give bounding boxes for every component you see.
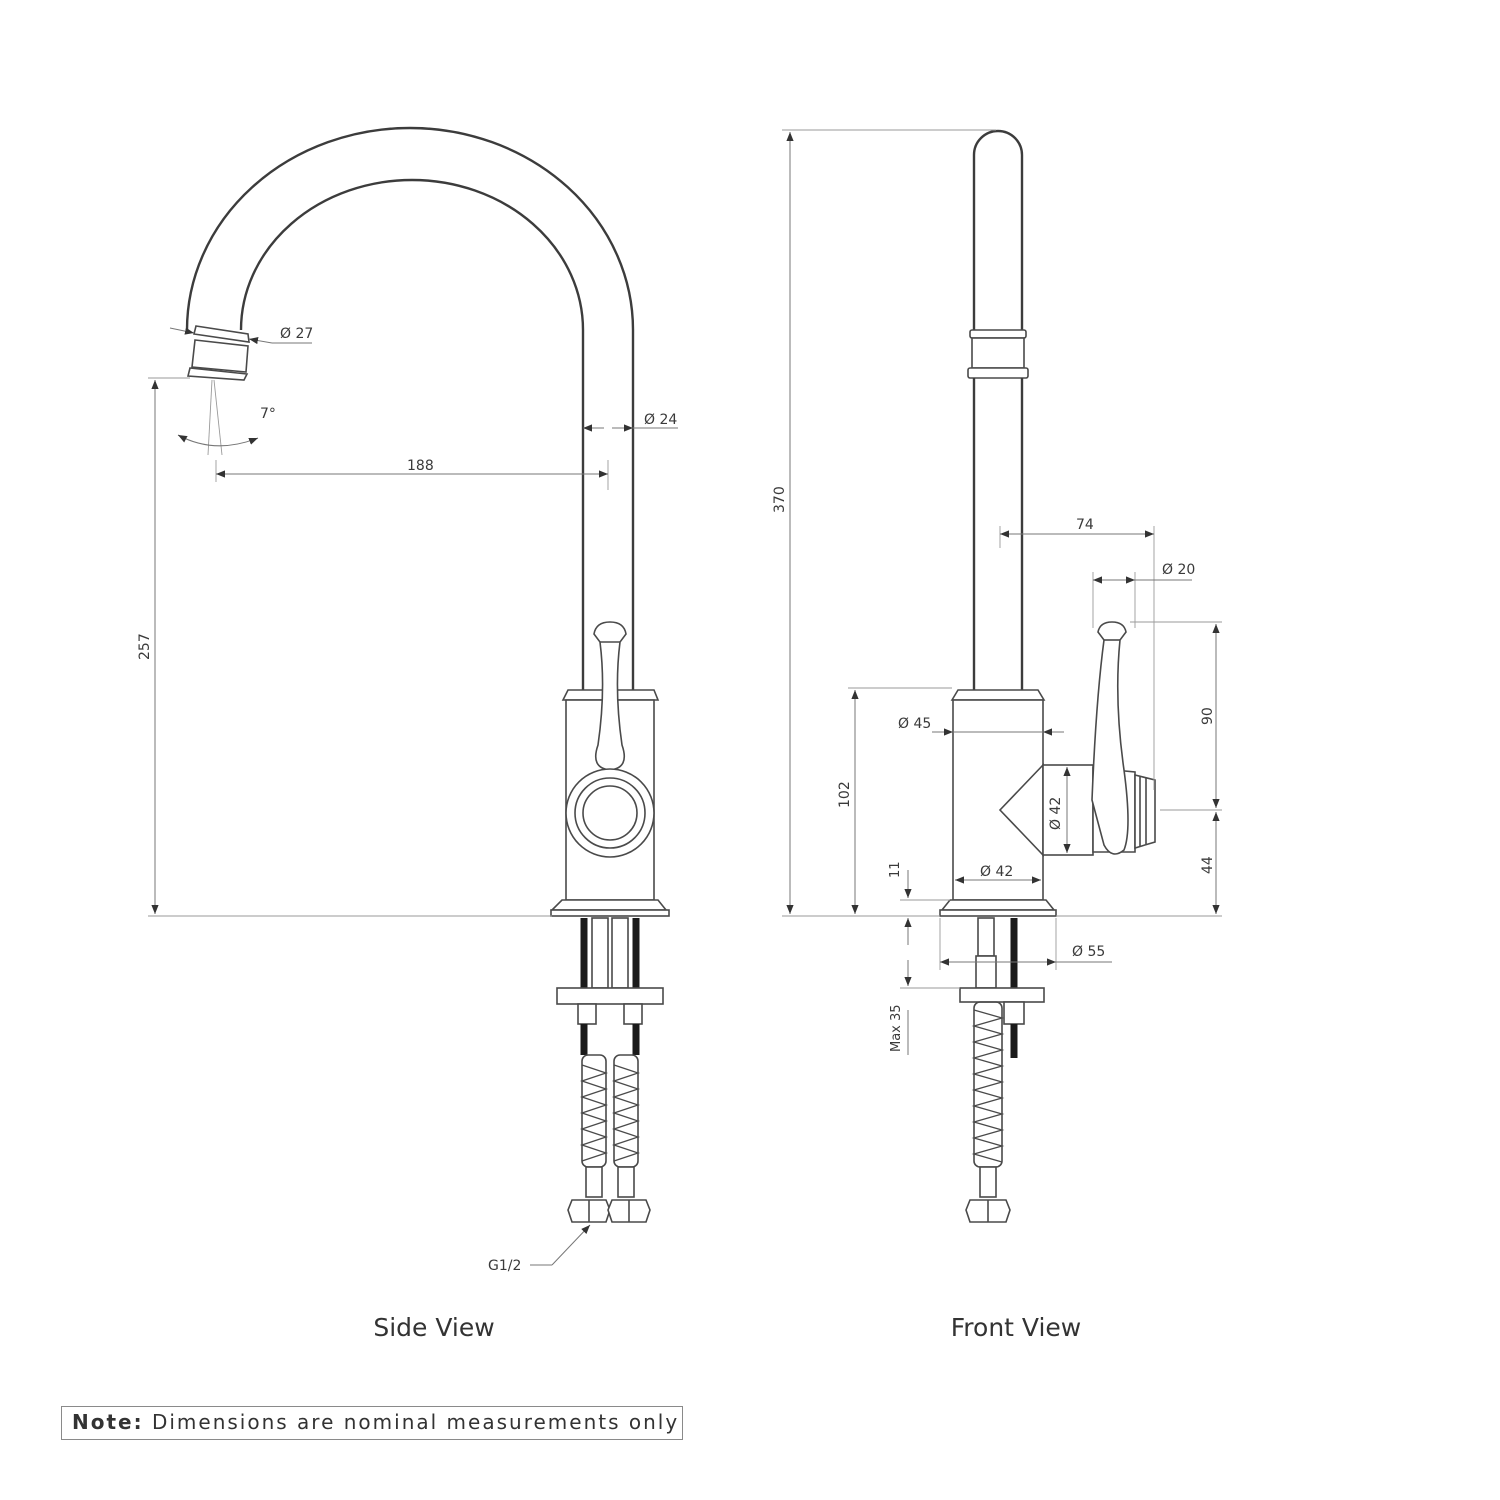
spout-outer (185, 126, 635, 690)
side-hub (565, 768, 655, 858)
front-base-diameter-label: Ø 55 (1072, 944, 1105, 960)
side-hoses (556, 917, 664, 1223)
side-connection-label: G1/2 (488, 1258, 521, 1274)
front-base-height-label: 11 (888, 861, 903, 878)
side-spout-diameter-label: Ø 24 (644, 412, 677, 428)
front-dimension-lines (782, 129, 1222, 1055)
side-view-title: Side View (373, 1313, 494, 1342)
note-text: Dimensions are nominal measurements only (151, 1410, 680, 1434)
front-view-title: Front View (951, 1313, 1082, 1342)
side-dimension-lines (148, 327, 678, 1266)
front-collar-diameter-label: Ø 45 (898, 716, 931, 732)
side-height-label: 257 (137, 633, 153, 660)
side-outlet (186, 325, 250, 381)
front-deck-thickness-label: Max 35 (889, 1004, 904, 1052)
note-label: Note: (72, 1410, 144, 1434)
side-reach-label: 188 (407, 458, 434, 474)
front-body-height-label: 102 (837, 781, 853, 808)
front-body-diameter-label: Ø 42 (980, 864, 1013, 880)
side-view-drawing: Ø 27 7° Ø 24 188 257 G1/2 (137, 126, 678, 1274)
front-hub-diameter-label: Ø 42 (1048, 797, 1064, 830)
spout-inner (239, 178, 585, 690)
front-handle-offset-label: 74 (1076, 517, 1094, 533)
side-angle-label: 7° (260, 406, 276, 422)
side-handle (593, 621, 627, 771)
side-outlet-diameter-label: Ø 27 (280, 326, 313, 342)
front-hoses (959, 917, 1045, 1223)
front-handle-height-label: 90 (1200, 707, 1216, 725)
front-handle (1091, 621, 1129, 855)
front-spout (967, 129, 1029, 690)
front-hub-height-label: 44 (1200, 856, 1216, 874)
front-view-drawing: 370 74 Ø 20 Ø 45 102 90 Ø 42 44 Ø 42 11 … (772, 129, 1222, 1223)
note-box: Note: Dimensions are nominal measurement… (61, 1406, 683, 1440)
front-overall-height-label: 370 (772, 486, 788, 513)
front-handle-diameter-label: Ø 20 (1162, 562, 1195, 578)
